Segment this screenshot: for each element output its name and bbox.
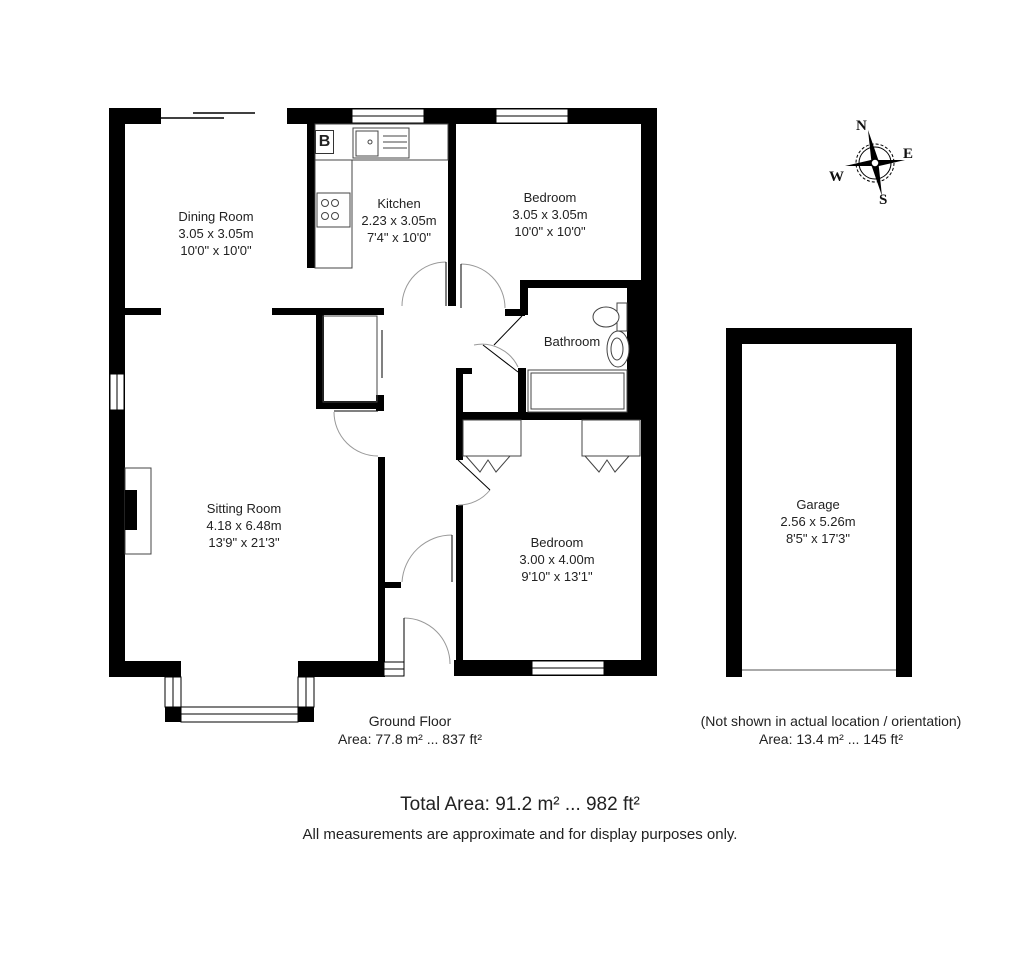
room-imperial: 10'0" x 10'0" [180,243,252,258]
ground-floor-caption: Ground Floor Area: 77.8 m² ... 837 ft² [338,712,482,748]
garage-note: (Not shown in actual location / orientat… [700,713,962,729]
room-imperial: 13'9" x 21'3" [208,535,280,550]
room-name: Kitchen [377,196,421,211]
room-label-sitting-room: Sitting Room 4.18 x 6.48m 13'9" x 21'3" [206,500,281,551]
compass-south-label: S [879,192,888,208]
room-label-bedroom-1: Bedroom 3.05 x 3.05m 10'0" x 10'0" [512,189,587,240]
room-metric: 3.00 x 4.00m [519,552,595,567]
kitchen-fittings [124,123,449,555]
room-metric: 3.05 x 3.05m [512,207,588,222]
garage-caption: (Not shown in actual location / orientat… [701,712,962,748]
garage-walls [726,328,912,677]
windows [109,108,605,723]
room-label-kitchen: Kitchen 2.23 x 3.05m 7'4" x 10'0" [361,195,436,246]
compass-rose-icon [845,130,905,196]
room-label-bathroom: Bathroom [544,333,600,350]
sliding-door [161,112,255,119]
ground-floor-area: Area: 77.8 m² ... 837 ft² [338,731,482,747]
boiler-icon: B [315,130,334,154]
room-metric: 2.23 x 3.05m [361,213,437,228]
room-imperial: 10'0" x 10'0" [514,224,586,239]
compass-west-label: W [829,169,844,185]
room-imperial: 9'10" x 13'1" [521,569,593,584]
room-name: Dining Room [178,209,254,224]
cupboard-doors [322,315,641,473]
compass-east-label: E [903,146,914,162]
room-metric: 4.18 x 6.48m [206,518,282,533]
door-swings [333,261,523,665]
total-area: Total Area: 91.2 m² ... 982 ft² [400,794,640,815]
room-name: Garage [796,497,840,512]
interior-walls [125,124,641,665]
room-label-dining-room: Dining Room 3.05 x 3.05m 10'0" x 10'0" [178,208,253,259]
garage-area: Area: 13.4 m² ... 145 ft² [759,731,903,747]
bathroom-fittings [527,302,630,413]
room-label-bedroom-2: Bedroom 3.00 x 4.00m 9'10" x 13'1" [519,534,594,585]
ground-floor-title: Ground Floor [368,713,452,729]
room-name: Bedroom [530,535,584,550]
room-name: Bathroom [543,334,601,349]
room-label-garage: Garage 2.56 x 5.26m 8'5" x 17'3" [780,496,855,547]
disclaimer: All measurements are approximate and for… [302,826,738,843]
room-name: Sitting Room [206,501,282,516]
room-metric: 2.56 x 5.26m [780,514,856,529]
room-imperial: 7'4" x 10'0" [366,230,432,245]
room-metric: 3.05 x 3.05m [178,226,254,241]
compass-north-label: N [856,118,867,134]
room-name: Bedroom [523,190,577,205]
room-imperial: 8'5" x 17'3" [785,531,851,546]
